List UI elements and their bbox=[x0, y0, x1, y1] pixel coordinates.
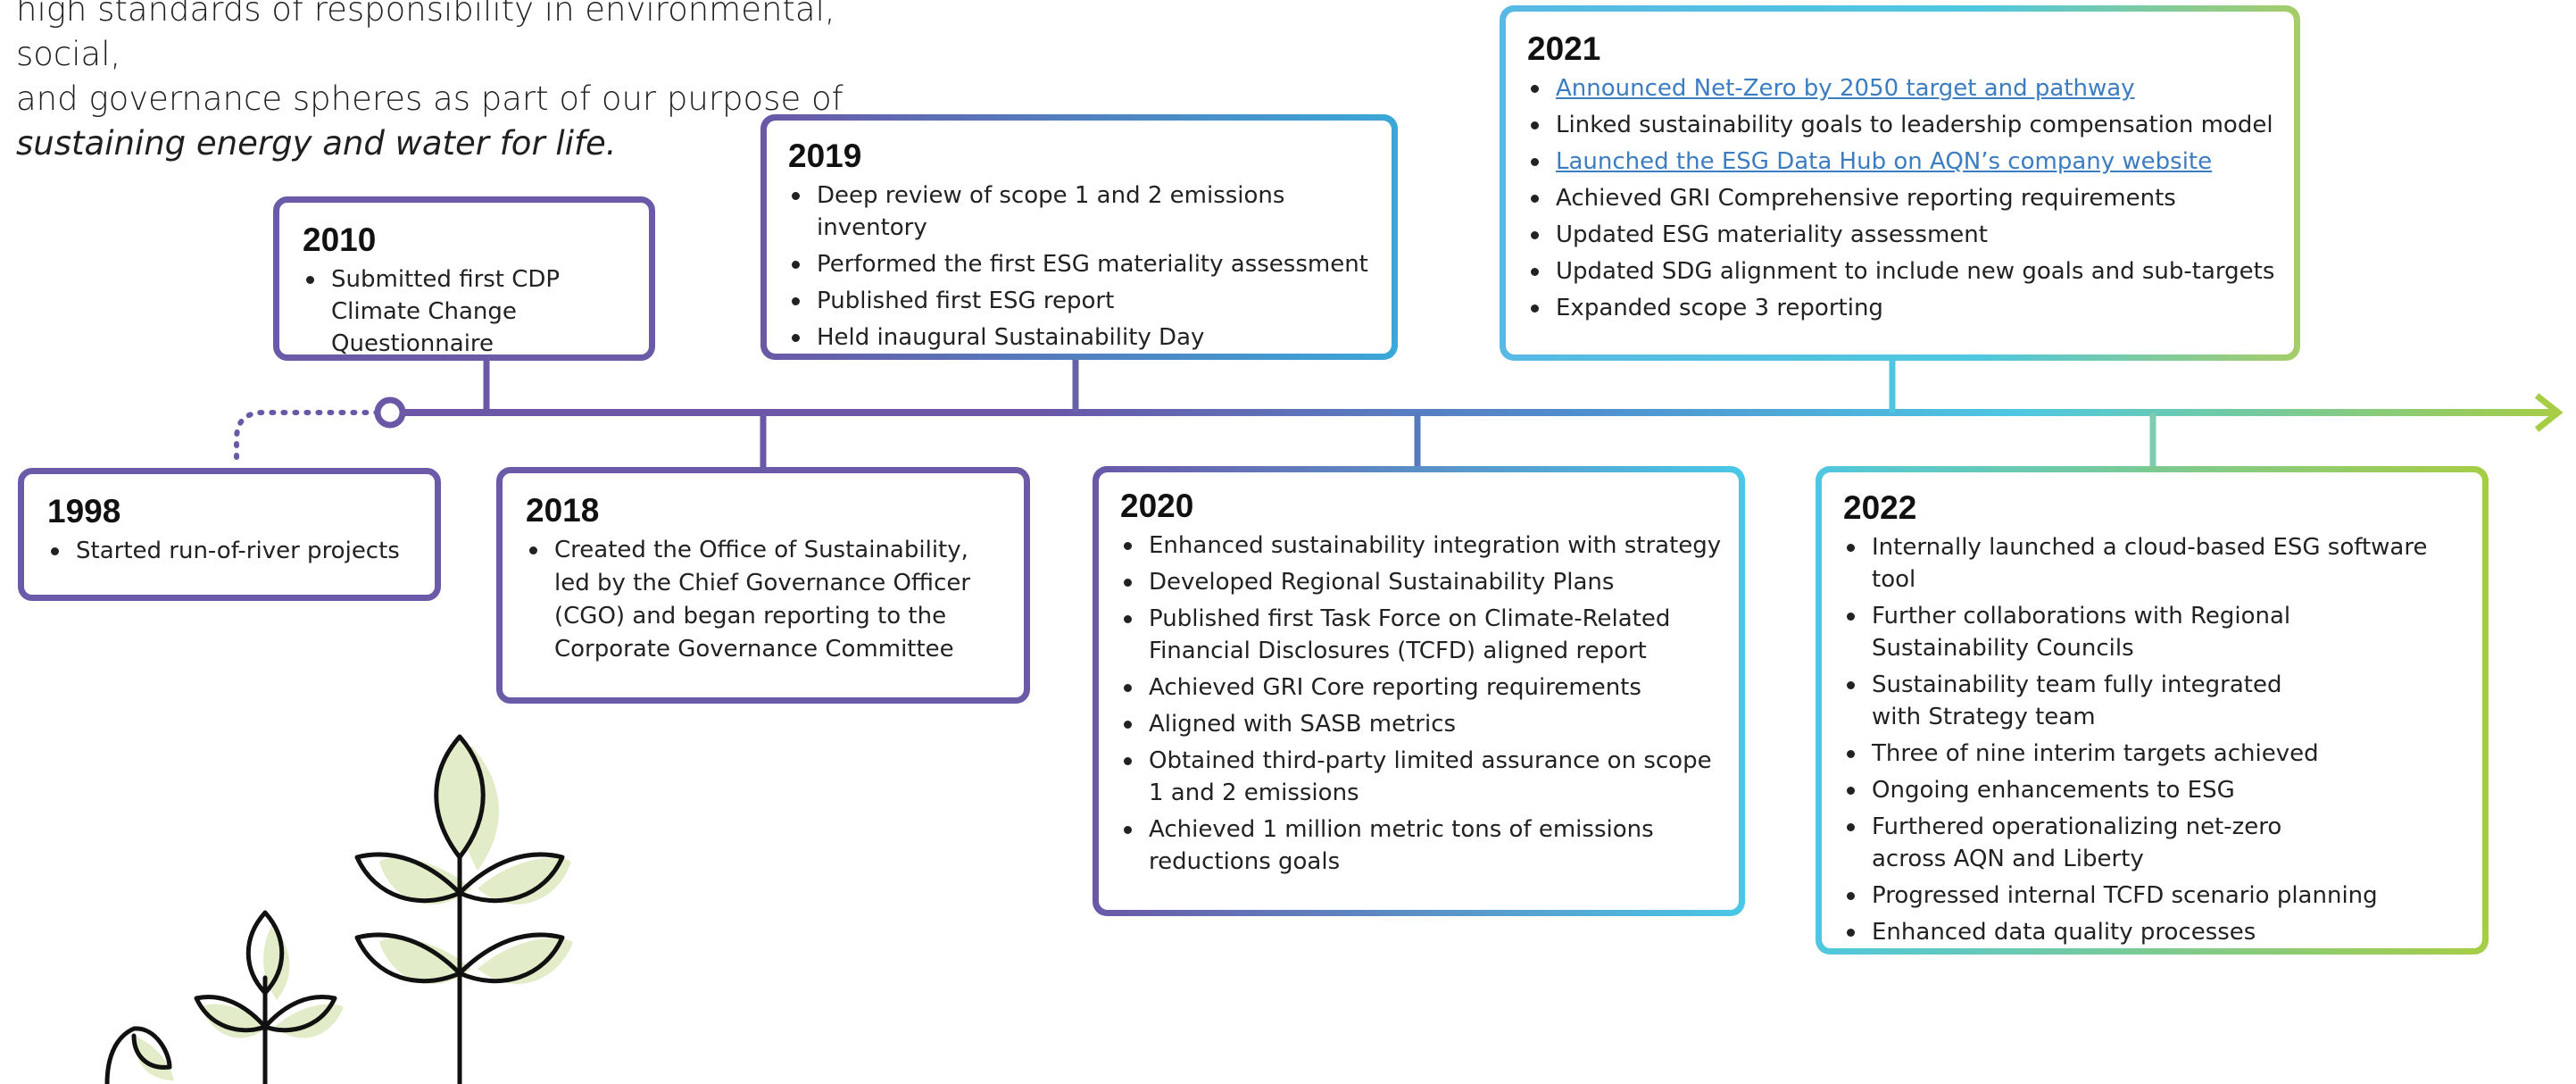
intro-line-3: sustaining energy and water for life. bbox=[16, 124, 617, 163]
list-item: Enhanced data quality processes bbox=[1843, 916, 2472, 948]
list-item: Submitted first CDP Climate Change Quest… bbox=[303, 263, 631, 360]
list-item: Aligned with SASB metrics bbox=[1120, 708, 1726, 740]
list-item: Announced Net-Zero by 2050 target and pa… bbox=[1527, 72, 2281, 104]
list-item: Held inaugural Sustainability Day bbox=[788, 321, 1377, 354]
list-item: Enhanced sustainability integration with… bbox=[1120, 529, 1726, 562]
arrow-right-icon bbox=[2534, 393, 2564, 432]
plant-sprouts-icon bbox=[104, 734, 573, 1084]
timeline-start-circle-icon bbox=[374, 396, 406, 429]
list-item: Published first Task Force on Climate-Re… bbox=[1120, 603, 1726, 667]
list-item: Launched the ESG Data Hub on AQN’s compa… bbox=[1527, 146, 2281, 178]
milestone-year: 2021 bbox=[1527, 30, 1601, 67]
esg-data-hub-link[interactable]: Launched the ESG Data Hub on AQN’s compa… bbox=[1556, 148, 2213, 175]
milestone-1998: 1998 Started run-of-river projects bbox=[18, 468, 441, 601]
list-item: Linked sustainability goals to leadershi… bbox=[1527, 109, 2281, 141]
list-item: Updated SDG alignment to include new goa… bbox=[1527, 255, 2281, 288]
list-item: Updated ESG materiality assessment bbox=[1527, 219, 2281, 251]
milestone-list: Deep review of scope 1 and 2 emissions i… bbox=[788, 179, 1377, 354]
list-item: Performed the first ESG materiality asse… bbox=[788, 248, 1377, 280]
milestone-year: 2010 bbox=[303, 221, 377, 258]
milestone-list: Announced Net-Zero by 2050 target and pa… bbox=[1527, 72, 2281, 324]
milestone-2021: 2021 Announced Net-Zero by 2050 target a… bbox=[1500, 5, 2300, 361]
list-item: Deep review of scope 1 and 2 emissions i… bbox=[788, 179, 1377, 244]
milestone-2022: 2022 Internally launched a cloud-based E… bbox=[1816, 466, 2489, 955]
intro-text: high standards of responsibility in envi… bbox=[16, 0, 909, 166]
milestone-year: 1998 bbox=[47, 493, 121, 529]
milestone-list: Internally launched a cloud-based ESG so… bbox=[1843, 531, 2472, 948]
net-zero-link[interactable]: Announced Net-Zero by 2050 target and pa… bbox=[1556, 75, 2135, 102]
list-item: Three of nine interim targets achieved bbox=[1843, 738, 2472, 770]
list-item: Expanded scope 3 reporting bbox=[1527, 292, 2281, 324]
milestone-list: Submitted first CDP Climate Change Quest… bbox=[303, 263, 631, 360]
milestone-2018: 2018 Created the Office of Sustainabilit… bbox=[496, 467, 1030, 704]
list-item: Obtained third-party limited assurance o… bbox=[1120, 745, 1726, 809]
intro-line-2: and governance spheres as part of our pu… bbox=[16, 79, 843, 118]
milestone-year: 2022 bbox=[1843, 489, 1917, 526]
milestone-list: Enhanced sustainability integration with… bbox=[1120, 529, 1726, 878]
milestone-2010: 2010 Submitted first CDP Climate Change … bbox=[273, 196, 655, 361]
list-item: Published first ESG report bbox=[788, 285, 1377, 317]
milestone-year: 2018 bbox=[526, 492, 600, 529]
list-item: Internally launched a cloud-based ESG so… bbox=[1843, 531, 2472, 596]
milestone-list: Started run-of-river projects bbox=[47, 535, 415, 567]
milestone-year: 2019 bbox=[788, 138, 862, 174]
list-item: Created the Office of Sustainability, le… bbox=[526, 534, 1004, 666]
list-item: Achieved 1 million metric tons of emissi… bbox=[1120, 813, 1726, 878]
list-item: Progressed internal TCFD scenario planni… bbox=[1843, 880, 2472, 912]
intro-line-1: high standards of responsibility in envi… bbox=[16, 0, 835, 73]
milestone-2020: 2020 Enhanced sustainability integration… bbox=[1093, 466, 1745, 916]
list-item: Developed Regional Sustainability Plans bbox=[1120, 566, 1726, 598]
list-item: Furthered operationalizing net-zero acro… bbox=[1843, 811, 2336, 875]
list-item: Ongoing enhancements to ESG bbox=[1843, 774, 2472, 806]
milestone-year: 2020 bbox=[1120, 488, 1194, 524]
list-item: Further collaborations with Regional Sus… bbox=[1843, 600, 2318, 664]
list-item: Started run-of-river projects bbox=[47, 535, 415, 567]
list-item: Sustainability team fully integrated wit… bbox=[1843, 669, 2318, 733]
milestone-2019: 2019 Deep review of scope 1 and 2 emissi… bbox=[760, 114, 1398, 360]
dotted-connector bbox=[234, 410, 382, 460]
list-item: Achieved GRI Core reporting requirements bbox=[1120, 671, 1726, 704]
list-item: Achieved GRI Comprehensive reporting req… bbox=[1527, 182, 2281, 214]
milestone-list: Created the Office of Sustainability, le… bbox=[526, 534, 1004, 666]
